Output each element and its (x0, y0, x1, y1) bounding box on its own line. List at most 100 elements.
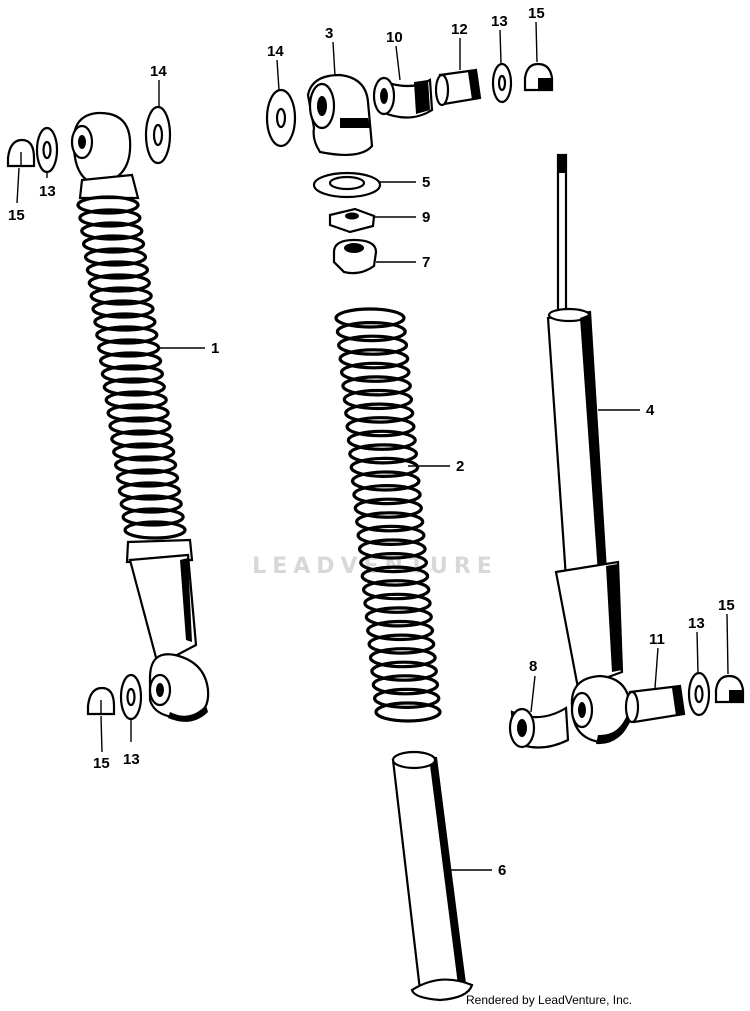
spring-coil (97, 338, 161, 358)
washer-lower-right (687, 671, 711, 717)
spring-coil (91, 299, 155, 319)
callout-9: 9 (422, 209, 430, 226)
spring-coil (349, 456, 420, 478)
callout-13-upper-right: 13 (491, 13, 508, 30)
spring-coil (114, 455, 178, 475)
spring-coil (117, 481, 181, 501)
spring-coil (345, 416, 416, 438)
shock-absorber-assembly (70, 111, 210, 722)
spring-coil (99, 351, 163, 371)
spring-coil (108, 416, 172, 436)
callout-15-top-left: 15 (8, 207, 25, 224)
spring-coil (350, 470, 421, 492)
spring-coil (355, 511, 425, 533)
callout-15-upper-right: 15 (528, 5, 545, 22)
washer-top-left (35, 126, 59, 174)
coil-spring (334, 307, 442, 723)
spring-coil (104, 390, 168, 410)
spring-coil (83, 247, 148, 267)
spring-coil (78, 208, 142, 228)
spring-coil (89, 286, 153, 306)
callout-13-top-left: 13 (39, 183, 56, 200)
spring-coil (76, 195, 140, 215)
washer-top-right-large (144, 105, 172, 165)
callout-5: 5 (422, 174, 430, 191)
callout-7: 7 (422, 254, 430, 271)
spring-stopper (332, 238, 378, 275)
spring-coil (337, 334, 409, 356)
spring-coil (100, 364, 164, 384)
spring-coil (356, 524, 426, 547)
collar-lower (624, 684, 686, 724)
leader-lines (16, 21, 729, 871)
spring-coil (344, 402, 415, 424)
callout-14-center: 14 (267, 43, 284, 60)
spring-coil (81, 234, 146, 254)
spring-coil (348, 443, 419, 465)
spring-coil (80, 221, 144, 241)
spring-coil (334, 307, 406, 329)
callout-14-left: 14 (150, 63, 167, 80)
spring-coil (353, 497, 423, 519)
cap-nut-top-left (6, 138, 36, 168)
spring-coil (368, 647, 437, 669)
spring-seat (312, 171, 382, 199)
spring-coil (87, 273, 151, 293)
spring-coil (123, 520, 187, 540)
spring-coil (359, 551, 429, 574)
callout-15-lower-right: 15 (718, 597, 735, 614)
spring-coil (363, 592, 432, 614)
washer-large-center (265, 88, 297, 148)
spring-coil (360, 565, 430, 587)
callout-8: 8 (529, 658, 537, 675)
spring-coil (346, 429, 417, 451)
callout-2: 2 (456, 458, 464, 475)
spring-coil (110, 429, 174, 449)
spring-coil (362, 579, 431, 601)
upper-mount-joint (306, 73, 374, 157)
spring-coil (93, 312, 157, 332)
spring-coil (335, 321, 407, 343)
spring-coil (85, 260, 150, 280)
spring-coil (102, 377, 166, 397)
credit-line: Rendered by LeadVenture, Inc. (466, 993, 632, 1007)
spring-coil (371, 674, 440, 696)
callout-13-bottom-left: 13 (123, 751, 140, 768)
callout-12: 12 (451, 21, 468, 38)
callout-3: 3 (325, 25, 333, 42)
spring-coil (366, 619, 435, 642)
spring-coil (352, 484, 422, 506)
watermark: LEADVENTURE (252, 554, 498, 579)
collar-short (434, 68, 482, 107)
callout-4: 4 (646, 402, 655, 419)
shock-spring-coils (76, 195, 187, 540)
spring-coil (95, 325, 159, 345)
spring-coil (338, 348, 410, 370)
dust-cover-tube (391, 750, 474, 1002)
callout-6: 6 (498, 862, 506, 879)
damper-unit (546, 153, 632, 745)
cap-nut-bottom-left (86, 686, 116, 716)
lower-bushing (508, 706, 570, 749)
callout-labels: 1 2 3 4 5 6 7 8 9 10 11 12 13 13 13 13 1… (8, 5, 735, 879)
callout-1: 1 (211, 340, 219, 357)
spring-coil (341, 375, 412, 397)
spring-coil (121, 507, 185, 527)
spring-coil (342, 388, 414, 411)
lock-nut (328, 207, 376, 234)
washer-bottom-left (119, 673, 143, 721)
cap-nut-upper-right (523, 62, 554, 92)
spring-coil (364, 606, 433, 628)
washer-upper-right (491, 62, 513, 104)
callout-11: 11 (649, 631, 665, 648)
spring-coil (106, 403, 170, 423)
spring-coil (115, 468, 180, 488)
spring-coil (339, 361, 411, 383)
spring-coil (370, 660, 438, 682)
callout-10: 10 (386, 29, 403, 46)
spring-coil (374, 701, 442, 723)
callout-13-lower-right: 13 (688, 615, 705, 632)
spring-coil (119, 494, 183, 514)
spring-coil (367, 633, 436, 655)
